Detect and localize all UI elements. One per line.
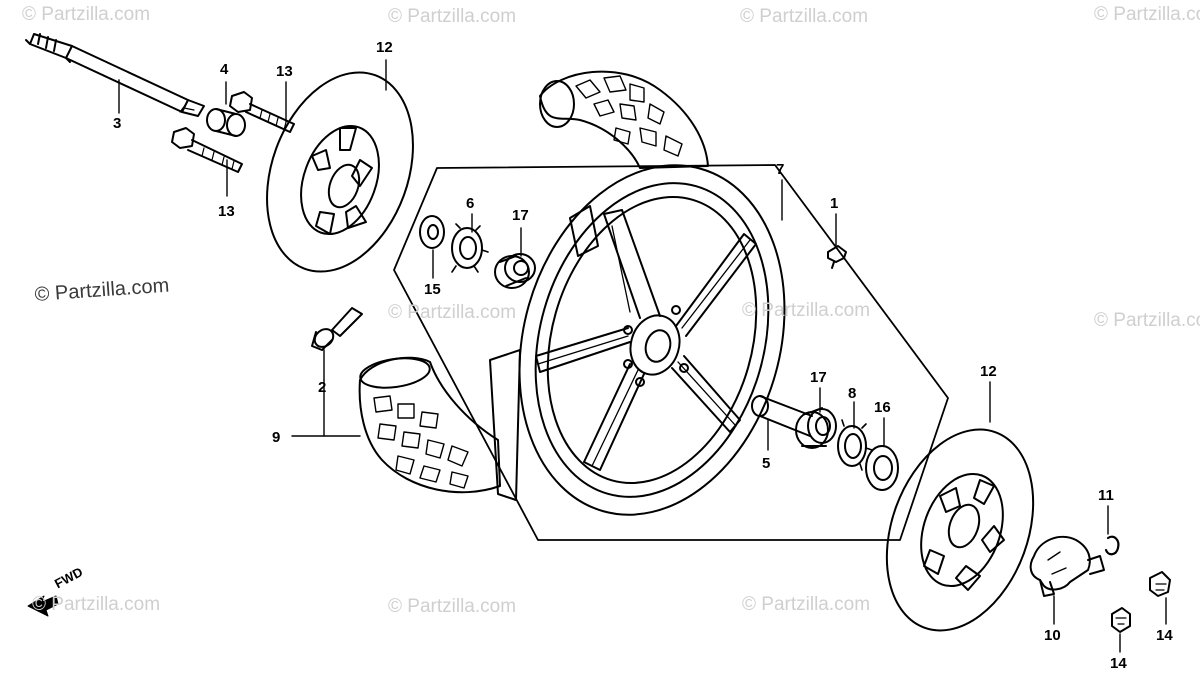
callout-screw: 1 [830,195,839,212]
callout-retainer: 6 [466,195,475,212]
callout-dust-seal-left: 15 [424,281,441,298]
speedometer-gearbox [1029,535,1105,597]
callout-spacer: 5 [762,455,771,472]
cast-wheel [489,164,786,516]
axle-washer [1104,535,1120,556]
speedometer-screw [827,245,847,269]
front-axle [25,33,205,117]
callout-bearing-left: 17 [512,207,529,224]
brake-disc-right [885,428,1035,632]
speedometer-gear-retainer [837,419,873,471]
callout-tire: 9 [272,429,281,446]
watermark: © Partzilla.com [388,302,517,323]
callout-collar: 4 [220,61,229,78]
axle-collar [206,108,246,137]
tire-lower-half [358,356,501,494]
callout-bearing-right: 17 [810,369,827,386]
dust-seal-right [865,445,899,491]
callout-nut-right: 14 [1156,627,1173,644]
callout-gear-retainer: 8 [848,385,857,402]
wheel-bearing-right [795,407,837,449]
callout-disc-left: 12 [376,39,393,56]
watermark: © Partzilla.com [740,6,869,27]
axle-nut-right [1149,571,1171,597]
axle-nut-left [1111,607,1131,633]
watermark: © Partzilla.com [388,6,517,27]
callout-axle: 3 [113,115,122,132]
callout-wheel: 7 [776,161,785,178]
callout-disc-right: 12 [980,363,997,380]
disc-bolt-upper [229,91,295,133]
watermark: © Partzilla.com [32,594,161,615]
wheel-assembly-outline [393,164,949,541]
callout-valve: 2 [318,379,327,396]
callout-nut-left: 14 [1110,655,1127,672]
callout-dust-seal-right: 16 [874,399,891,416]
wheel-bearing-left [494,253,536,289]
bearing-retainer [451,223,489,273]
disc-bolt-lower [171,127,243,173]
axle-spacer [751,395,813,437]
tire-upper-half [539,70,709,169]
watermark: © Partzilla.com [742,594,871,615]
forward-direction-arrow [27,595,59,617]
watermark: © Partzilla.com [742,300,871,321]
callout-bolt-lower: 13 [218,203,235,220]
callout-bolt-upper: 13 [276,63,293,80]
dust-seal-left [419,215,445,249]
watermark: © Partzilla.com [388,596,517,617]
brake-disc-left [266,71,414,273]
callout-leader-lines [118,59,1167,653]
watermark: © Partzilla.com [1094,310,1200,331]
callout-washer: 11 [1098,487,1114,504]
tire-valve [311,307,363,351]
callout-speedo-gearbox: 10 [1044,627,1061,644]
watermark: © Partzilla.com [22,4,151,25]
watermark: © Partzilla.com [1094,4,1200,25]
